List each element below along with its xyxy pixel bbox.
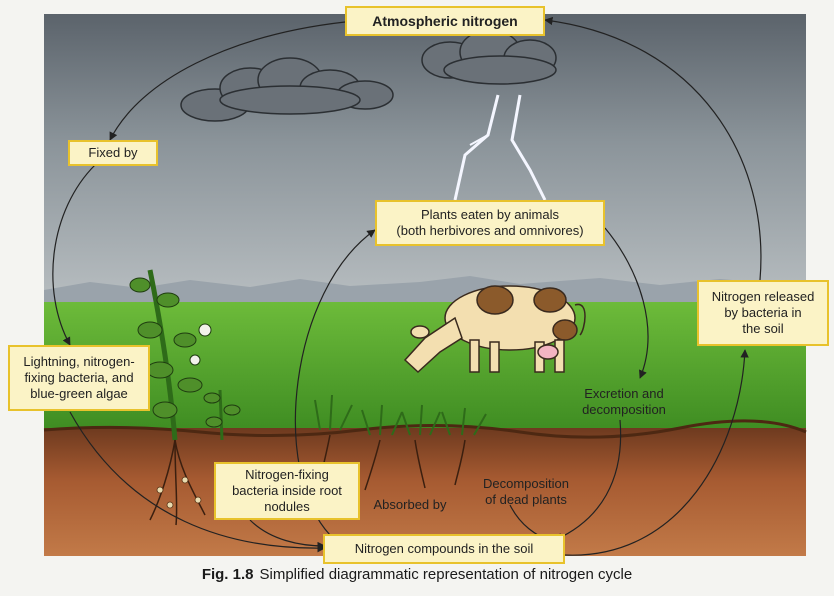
plants-eaten-label: Plants eaten by animals (both herbivores… — [375, 200, 605, 246]
arrow-fixed-to-lightning — [52, 164, 96, 346]
pea-plant — [129, 269, 212, 441]
lightning-bolt-2 — [510, 94, 547, 201]
arrow-atmosphere-to-fixed — [109, 21, 346, 141]
figure-caption: Fig. 1.8 Simplified diagrammatic represen… — [0, 566, 834, 583]
root-nodules-label: Nitrogen-fixing bacteria inside root nod… — [214, 462, 360, 520]
arrow-nodules-to-soil — [249, 519, 326, 551]
small-plant — [203, 389, 241, 441]
root-nodules — [156, 476, 202, 509]
lightning-bacteria-algae-label: Lightning, nitrogen- fixing bacteria, an… — [8, 345, 150, 411]
arrow-lightning-to-soil — [69, 411, 326, 553]
fixed-by-label: Fixed by — [68, 140, 158, 166]
arrow-soil-to-released — [564, 349, 749, 556]
lightning-bolt-1 — [453, 94, 500, 201]
mountains — [44, 276, 806, 306]
nitrogen-released-label: Nitrogen released by bacteria in the soi… — [697, 280, 829, 346]
atmospheric-nitrogen-label: Atmospheric nitrogen — [345, 6, 545, 36]
decomposition-dead-plants-label: Decomposition of dead plants — [483, 476, 569, 507]
arrow-plants-to-excretion — [604, 227, 649, 379]
cow — [403, 285, 586, 374]
absorbed-by-label: Absorbed by — [373, 497, 447, 512]
arrow-released-to-atmosphere — [544, 16, 762, 281]
nitrogen-soil-compounds-label: Nitrogen compounds in the soil — [323, 534, 565, 564]
figure-number: Fig. 1.8 — [201, 566, 254, 583]
excretion-decomposition-label: Excretion and decomposition — [582, 386, 666, 417]
figure-caption-text: Simplified diagrammatic representation o… — [259, 566, 633, 583]
arrow-excretion-to-soil — [554, 419, 622, 541]
grass-tufts — [314, 394, 487, 436]
cloud-right — [421, 29, 557, 85]
cloud-left — [180, 57, 394, 122]
